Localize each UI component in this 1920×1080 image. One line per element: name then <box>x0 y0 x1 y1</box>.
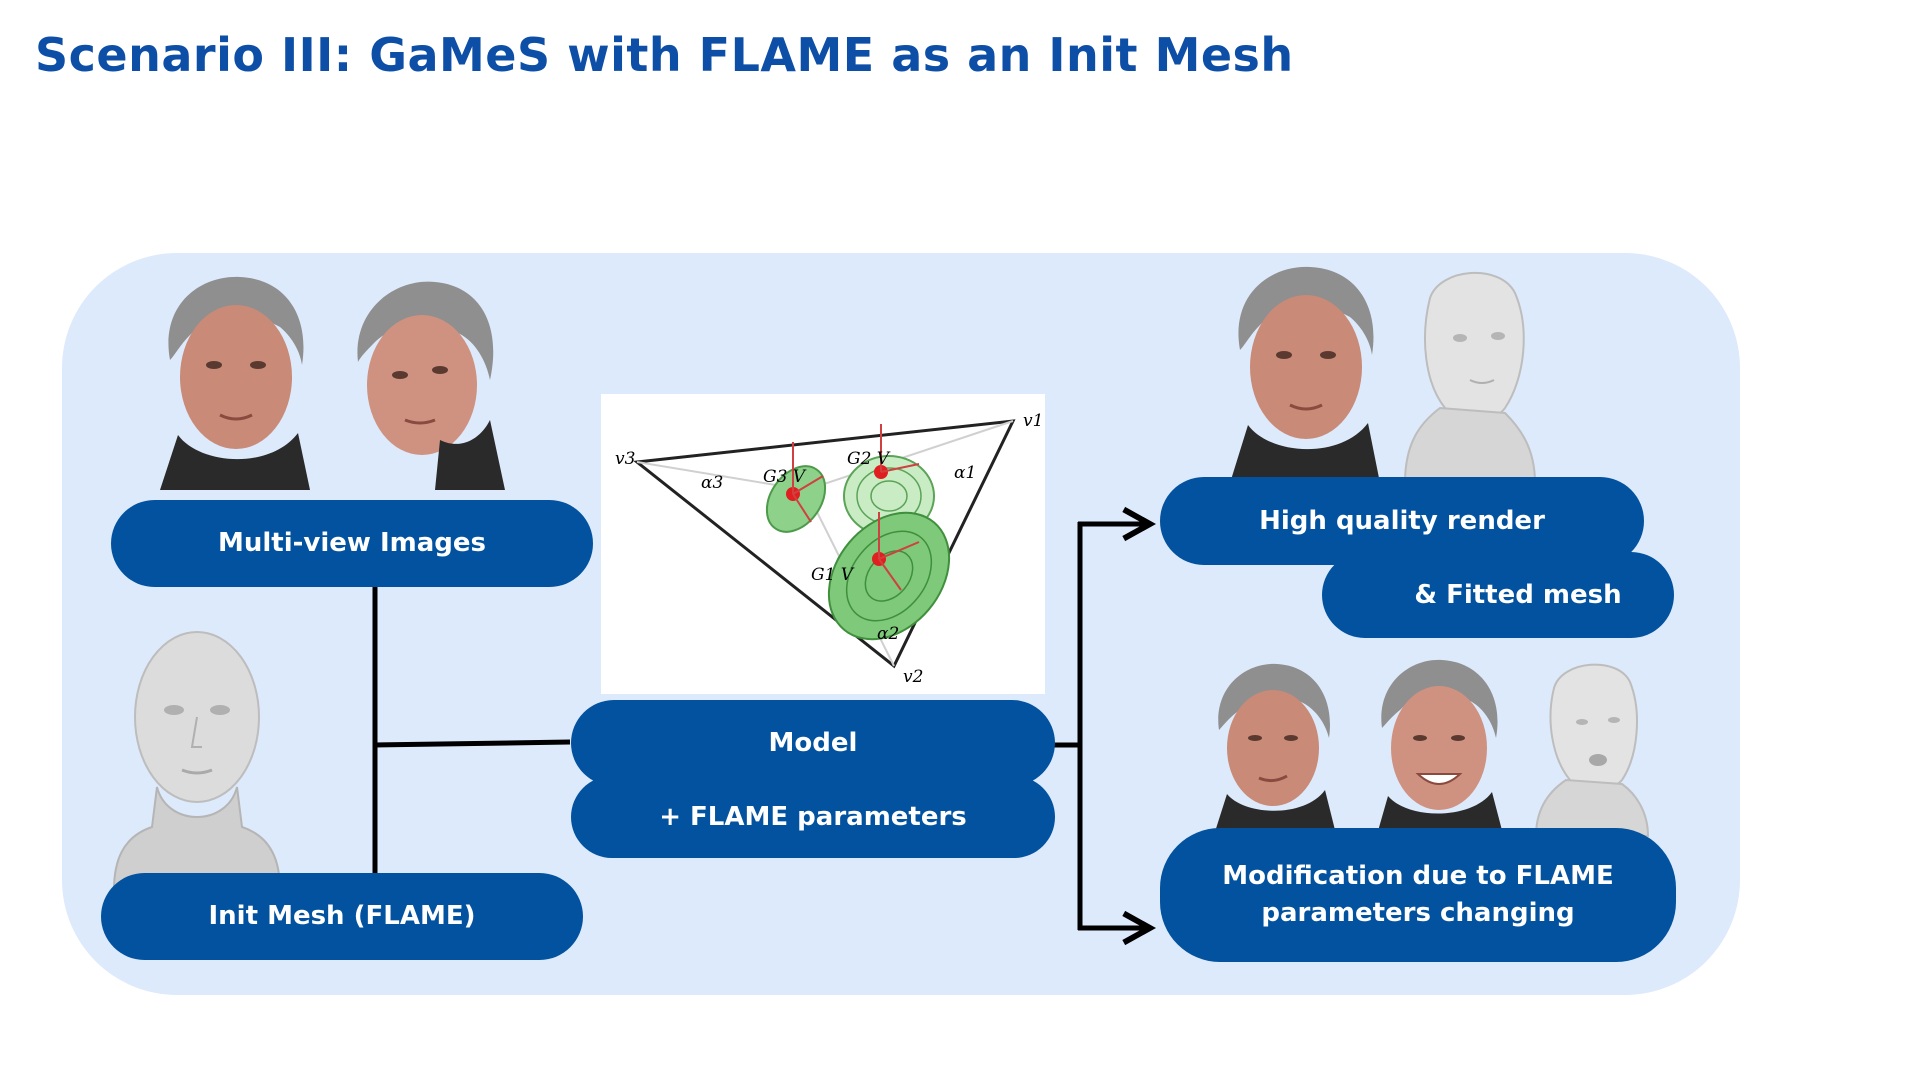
fitted-mesh-image <box>1403 272 1537 484</box>
modification-text-line2: parameters changing <box>1261 898 1575 928</box>
flame-init-mesh-image <box>112 631 282 891</box>
slide-title: Scenario III: GaMeS with FLAME as an Ini… <box>35 28 1294 82</box>
vertex-v2-label: v2 <box>903 667 923 687</box>
init-mesh-label: Init Mesh (FLAME) <box>101 873 583 960</box>
gaussian-2-label: G2 V <box>847 449 891 469</box>
fitted-mesh-label: & Fitted mesh <box>1322 552 1674 638</box>
gaussian-1-ellipse <box>827 511 951 641</box>
connector-to-model <box>374 739 571 748</box>
fitted-mesh-text: & Fitted mesh <box>1414 579 1622 610</box>
vertex-v3-label: v3 <box>615 449 635 469</box>
hq-render-text: High quality render <box>1259 505 1545 536</box>
flame-parameters-text: + FLAME parameters <box>659 801 967 832</box>
gaussian-triangle-figure: v1 v2 v3 α1 α2 α3 G1 V G2 V G3 V <box>601 394 1045 694</box>
alpha-3-label: α3 <box>701 473 723 493</box>
multiview-images-label: Multi-view Images <box>111 500 593 587</box>
alpha-2-label: α2 <box>877 624 899 644</box>
gaussian-1-label: G1 V <box>811 565 855 585</box>
modification-text-line1: Modification due to FLAME <box>1222 861 1614 892</box>
hq-render-face-image <box>1230 266 1380 483</box>
multiview-images-text: Multi-view Images <box>217 528 487 559</box>
hq-render-label: High quality render <box>1160 477 1644 565</box>
modification-label: Modification due to FLAME parameters cha… <box>1160 828 1676 962</box>
model-label: Model <box>571 700 1055 786</box>
multiview-face-front-image <box>160 276 310 490</box>
vertex-v1-label: v1 <box>1023 411 1043 431</box>
modified-face-1-image <box>1213 663 1337 838</box>
modified-face-2-image <box>1376 659 1504 838</box>
flame-parameters-label: + FLAME parameters <box>571 776 1055 858</box>
model-text: Model <box>768 727 858 758</box>
init-mesh-text: Init Mesh (FLAME) <box>208 901 476 932</box>
alpha-1-label: α1 <box>954 463 976 483</box>
multiview-face-side-image <box>357 281 505 490</box>
gaussian-3-label: G3 V <box>763 467 807 487</box>
gaussian-3-ellipse <box>765 442 827 533</box>
modified-mesh-image <box>1534 663 1650 837</box>
